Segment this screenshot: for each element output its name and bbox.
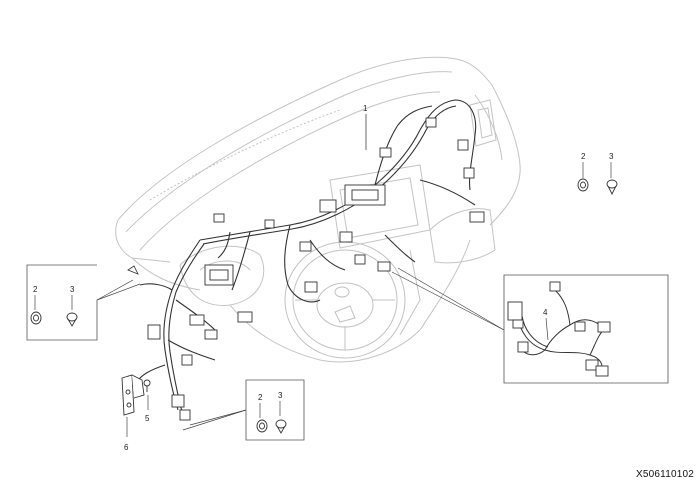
screw-icon bbox=[143, 379, 151, 392]
dashboard-outline bbox=[115, 56, 521, 363]
callout-clip-top-right: 3 bbox=[609, 152, 614, 161]
bracket bbox=[121, 374, 145, 416]
harness-connectors bbox=[147, 117, 485, 421]
top-right-parts: 2 3 bbox=[577, 152, 618, 196]
bottom-detail-box: 2 3 bbox=[182, 379, 305, 441]
callout-grommet-top-right: 2 bbox=[581, 152, 586, 161]
right-detail-box: 4 bbox=[391, 267, 669, 384]
clip-icon bbox=[66, 312, 78, 327]
callout-clip-left: 3 bbox=[70, 285, 75, 294]
clip-icon bbox=[275, 419, 287, 434]
bracket-assembly: 5 6 bbox=[121, 374, 151, 452]
sub-harness bbox=[517, 289, 606, 373]
sub-harness-connectors bbox=[507, 281, 611, 377]
callout-harness: 1 bbox=[363, 104, 368, 113]
clip-icon bbox=[606, 179, 618, 196]
callout-bracket: 6 bbox=[124, 443, 129, 452]
callout-grommet-bottom: 2 bbox=[258, 393, 263, 402]
callout-clip-bottom: 3 bbox=[278, 391, 283, 400]
callout-sub-harness: 4 bbox=[543, 308, 548, 317]
left-detail-box: 2 3 bbox=[26, 264, 141, 341]
callout-bracket-screw: 5 bbox=[145, 414, 150, 423]
grommet-icon bbox=[256, 419, 268, 433]
drawing-code: X506110102 bbox=[636, 469, 694, 480]
callout-grommet-left: 2 bbox=[33, 285, 38, 294]
grommet-icon bbox=[30, 311, 42, 325]
grommet-icon bbox=[577, 178, 589, 192]
